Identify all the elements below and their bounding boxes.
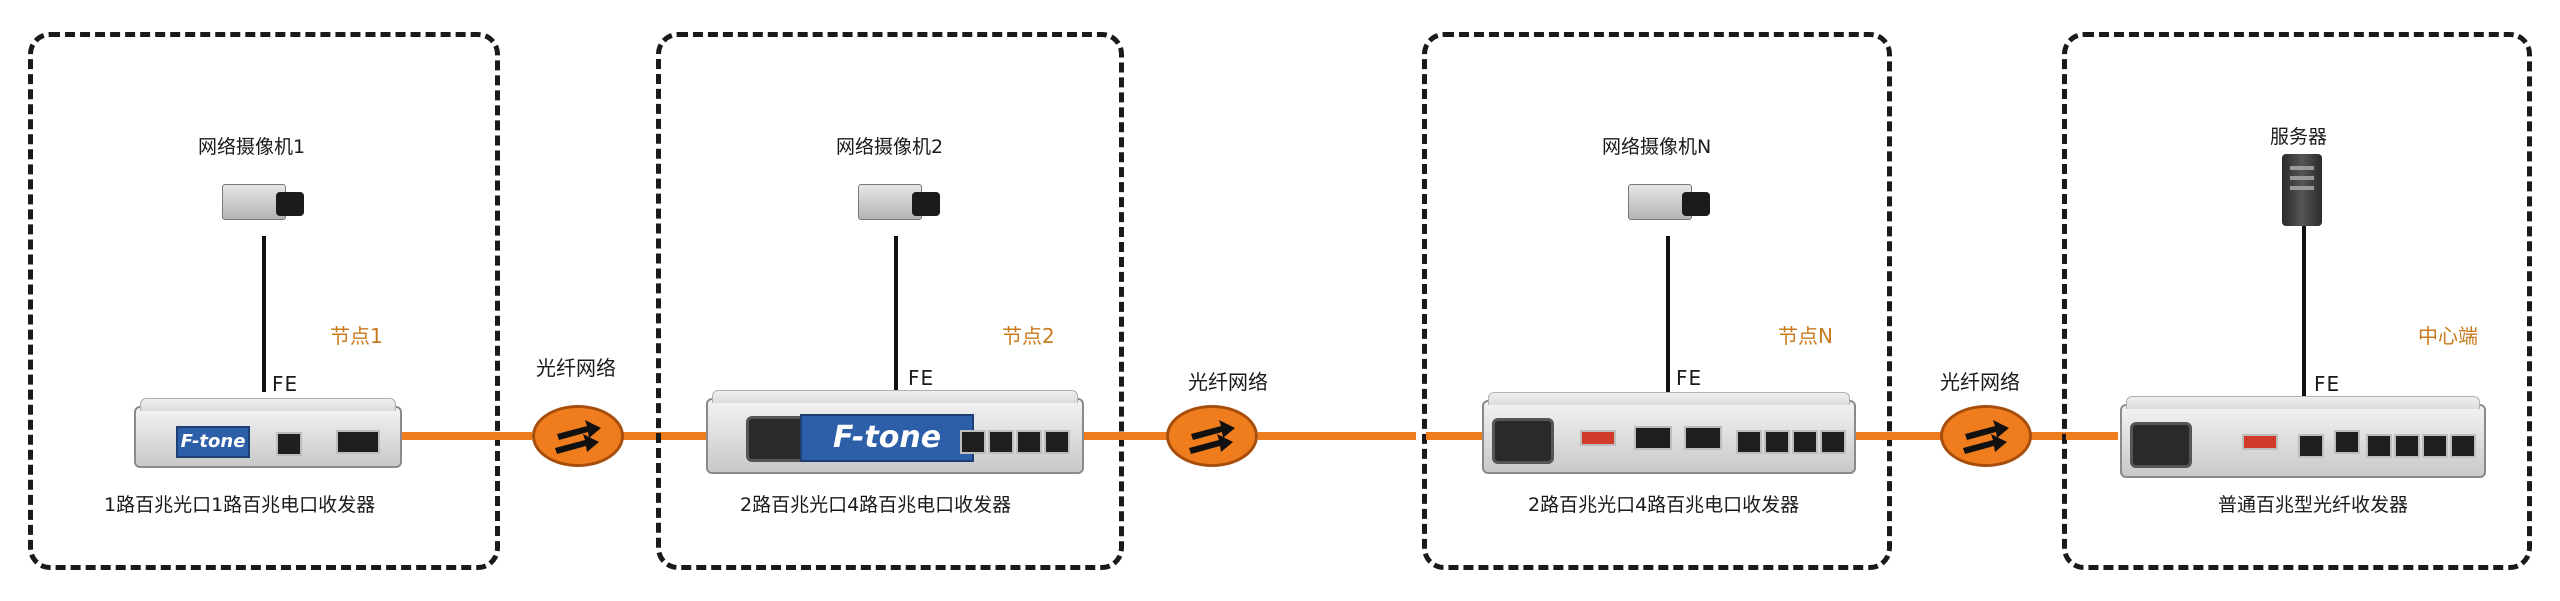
camera-1-cable [262,236,266,392]
server-icon [2282,154,2322,226]
device-1: F-tone [134,398,402,468]
arrows-icon [1189,420,1235,454]
fiber-line-3c [2066,432,2118,440]
network-1-label: 光纤网络 [536,356,616,380]
fiber-line-2b [1258,432,1416,440]
node-1-box [28,32,500,570]
node-1-label: 节点1 [330,324,383,348]
node-2-box [656,32,1124,570]
camera-2-label: 网络摄像机2 [836,136,944,158]
fiber-line-1b [620,432,710,440]
fiber-router-1-icon [532,405,624,467]
fiber-router-2-icon [1166,405,1258,467]
center-box [2062,32,2532,570]
node-n-label: 节点N [1778,324,1833,348]
node-2-fe-label: FE [908,366,935,390]
network-3-label: 光纤网络 [1940,370,2020,394]
device-center [2120,396,2486,478]
node-n-box [1422,32,1892,570]
device-2-brand: F-tone [800,414,974,462]
device-n-label: 2路百兆光口4路百兆电口收发器 [1528,494,1800,516]
device-n [1482,392,1856,474]
fiber-line-2a [1084,432,1168,440]
arrows-icon [1963,420,2009,454]
server-label: 服务器 [2270,126,2328,148]
device-1-brand: F-tone [176,426,250,458]
server-cable [2302,226,2306,396]
node-1-fe-label: FE [272,372,299,396]
fiber-line-3a [1856,432,1942,440]
camera-2-cable [894,236,898,392]
camera-n-cable [1666,236,1670,392]
network-2-label: 光纤网络 [1188,370,1268,394]
fiber-line-2c [1426,432,1486,440]
device-1-label: 1路百兆光口1路百兆电口收发器 [104,494,376,516]
center-label: 中心端 [2418,324,2478,348]
fiber-router-3-icon [1940,405,2032,467]
device-2: F-tone [706,390,1084,474]
device-center-label: 普通百兆型光纤收发器 [2218,494,2409,516]
node-n-fe-label: FE [1676,366,1703,390]
center-fe-label: FE [2314,372,2341,396]
camera-n-label: 网络摄像机N [1602,136,1712,158]
device-2-label: 2路百兆光口4路百兆电口收发器 [740,494,1012,516]
fiber-line-1a [402,432,532,440]
arrows-icon [555,420,601,454]
node-2-label: 节点2 [1002,324,1055,348]
camera-1-label: 网络摄像机1 [198,136,306,158]
